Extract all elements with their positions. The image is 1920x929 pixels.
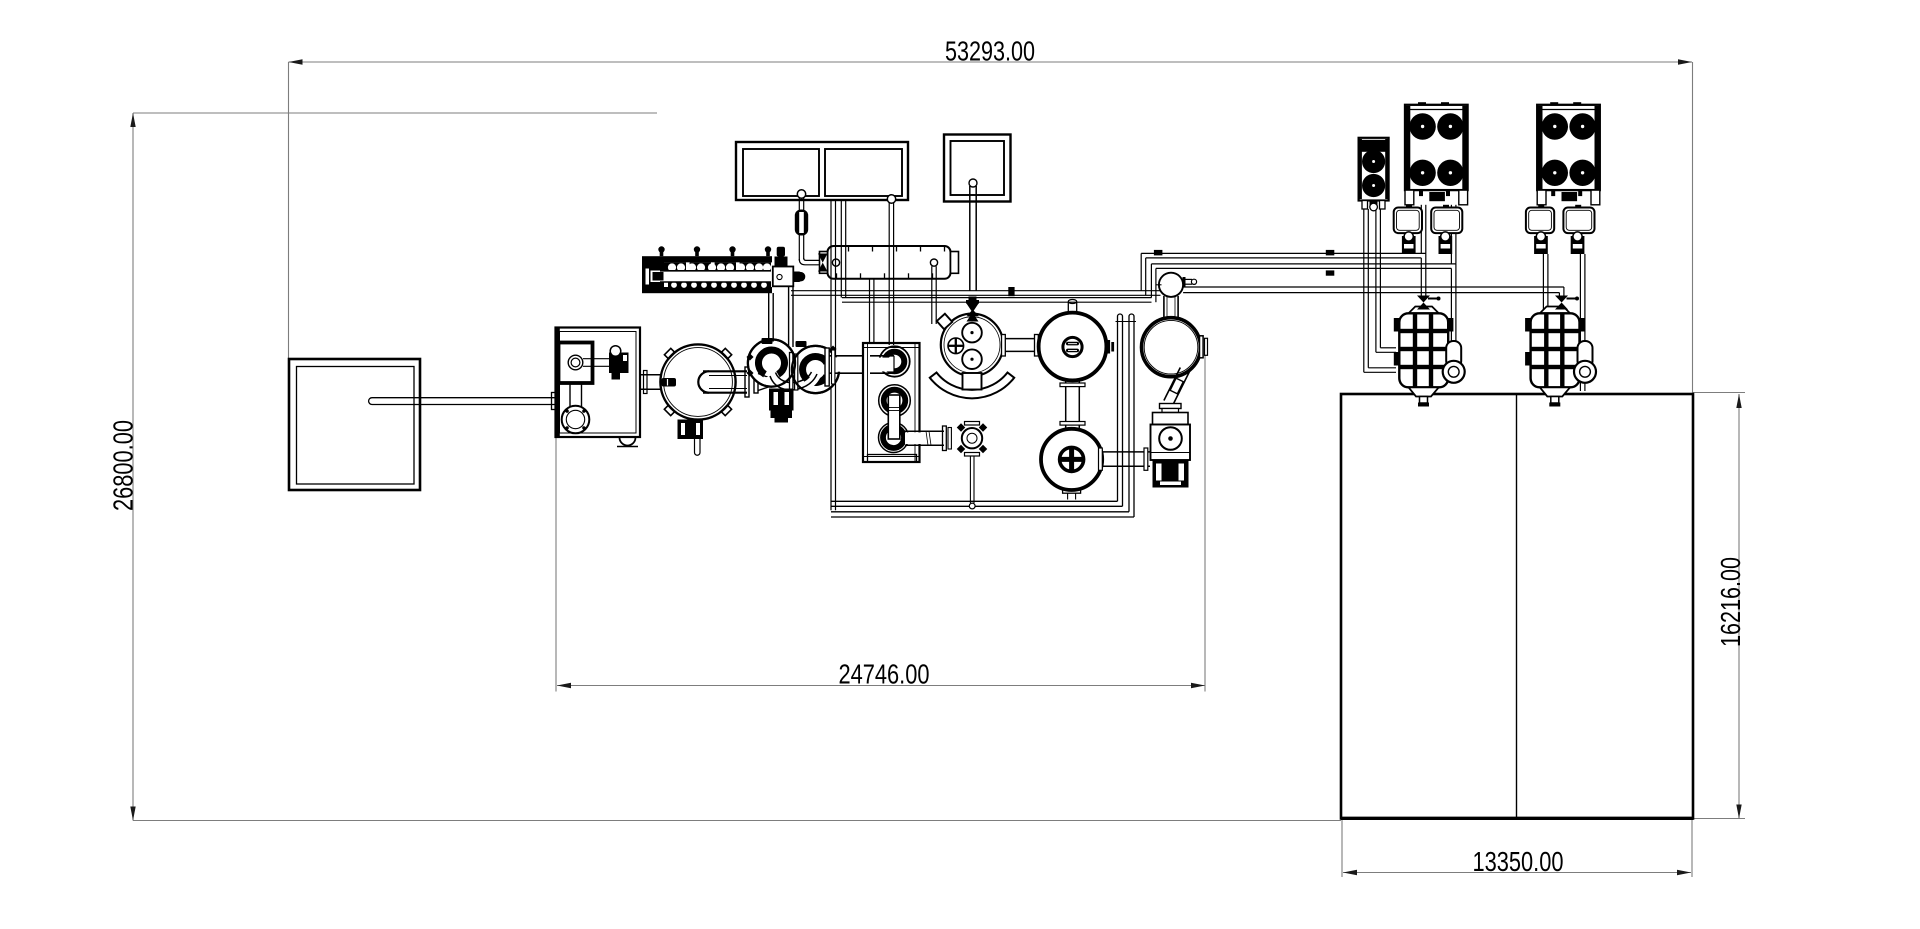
svg-text:13350.00: 13350.00 [1473,846,1564,877]
svg-text:16216.00: 16216.00 [1715,557,1746,647]
svg-text:26800.00: 26800.00 [108,420,139,511]
svg-text:53293.00: 53293.00 [945,36,1035,67]
svg-text:24746.00: 24746.00 [839,659,930,690]
